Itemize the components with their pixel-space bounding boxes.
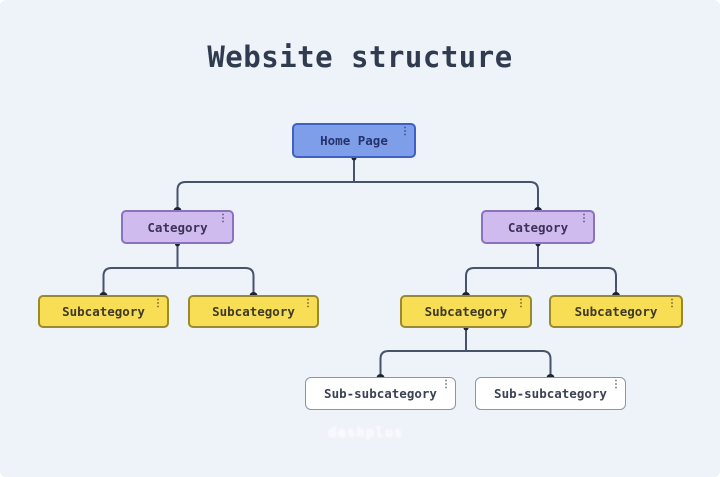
connection-dots <box>99 155 620 382</box>
node-sub-subcategory-1[interactable]: Sub-subcategory ⋮ <box>305 377 456 410</box>
kebab-menu-icon[interactable]: ⋮ <box>611 379 621 390</box>
node-subcategory-2[interactable]: Subcategory ⋮ <box>188 295 319 328</box>
page-title: Website structure <box>207 40 513 74</box>
connector-right-category-to-subcategories <box>465 243 617 296</box>
node-label: Sub-subcategory <box>494 386 607 401</box>
kebab-menu-icon[interactable]: ⋮ <box>400 126 410 137</box>
node-subcategory-3[interactable]: Subcategory ⋮ <box>400 295 532 328</box>
node-home-page[interactable]: Home Page ⋮ <box>292 123 416 158</box>
kebab-menu-icon[interactable]: ⋮ <box>579 213 589 224</box>
kebab-menu-icon[interactable]: ⋮ <box>441 379 451 390</box>
node-label: Subcategory <box>574 304 658 319</box>
kebab-menu-icon[interactable]: ⋮ <box>303 298 313 309</box>
kebab-menu-icon[interactable]: ⋮ <box>667 298 677 309</box>
node-label: Home Page <box>320 133 388 148</box>
node-label: Category <box>147 219 208 235</box>
connector-paths <box>102 157 617 378</box>
node-label: Subcategory <box>62 304 145 319</box>
node-subcategory-1[interactable]: Subcategory ⋮ <box>38 295 169 328</box>
node-category-right[interactable]: Category ⋮ <box>481 210 595 244</box>
node-sub-subcategory-2[interactable]: Sub-subcategory ⋮ <box>475 377 626 410</box>
connector-left-category-to-subcategories <box>102 243 255 296</box>
kebab-menu-icon[interactable]: ⋮ <box>153 298 163 309</box>
node-label: Sub-subcategory <box>324 386 437 401</box>
node-label: Subcategory <box>212 304 295 319</box>
node-subcategory-4[interactable]: Subcategory ⋮ <box>549 295 683 328</box>
node-category-left[interactable]: Category ⋮ <box>121 210 234 244</box>
kebab-menu-icon[interactable]: ⋮ <box>516 298 526 309</box>
connector-home-to-categories <box>176 157 539 211</box>
node-label: Category <box>507 219 569 235</box>
watermark: dashplus <box>328 425 404 441</box>
connector-subcategory-to-subsubcategories <box>379 327 552 378</box>
node-label: Subcategory <box>424 304 508 319</box>
kebab-menu-icon[interactable]: ⋮ <box>218 213 228 224</box>
